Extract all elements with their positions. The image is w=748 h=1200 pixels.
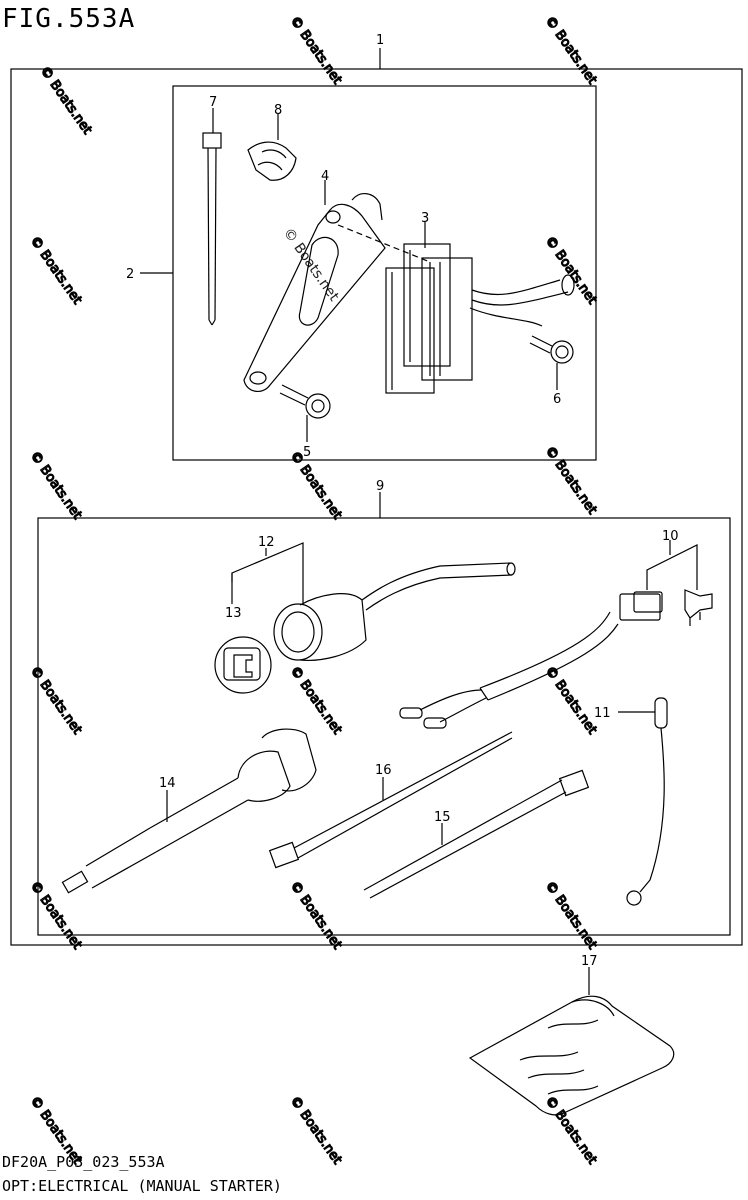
callout-8: 8 (274, 103, 282, 118)
watermark: © Boats.net (287, 664, 345, 738)
callout-labels: 1 2 3 4 5 6 7 8 9 10 11 12 13 14 15 16 1… (126, 33, 679, 969)
part-17-bag (468, 995, 675, 1116)
watermark: © Boats.net (37, 64, 95, 138)
lower-kit-frame (37, 517, 731, 936)
callout-4: 4 (321, 169, 329, 184)
upper-kit-frame (172, 85, 597, 461)
part-7-cable-tie (202, 132, 222, 326)
watermark: © Boats.net (542, 14, 600, 88)
callout-15: 15 (434, 810, 451, 825)
callout-6: 6 (553, 392, 561, 407)
watermark: © Boats.net (287, 14, 345, 88)
watermark: © Boats.net (542, 879, 600, 953)
watermark: © Boats.net (542, 1094, 600, 1168)
part-15-cable-tie (363, 769, 590, 899)
part-14-connector-lead (61, 728, 317, 894)
callout-1: 1 (376, 33, 384, 48)
watermark: © Boats.net (27, 234, 85, 308)
callout-10: 10 (662, 529, 679, 544)
callout-11: 11 (594, 706, 611, 721)
callout-14: 14 (159, 776, 176, 791)
watermark: © Boats.net (542, 664, 600, 738)
watermark-center: © Boats.net (280, 225, 342, 305)
callout-2: 2 (126, 267, 134, 282)
watermark: © Boats.net (287, 1094, 345, 1168)
figure-description: OPT:ELECTRICAL (MANUAL STARTER) (2, 1177, 282, 1195)
part-11-sensor-lead (626, 697, 668, 906)
callout-16: 16 (375, 763, 392, 778)
part-5-bolt (279, 384, 331, 419)
part-16-cable-tie (268, 731, 513, 869)
part-10-harness (399, 589, 713, 729)
part-3-rectifier (385, 243, 575, 394)
watermark: © Boats.net (287, 879, 345, 953)
callout-5: 5 (303, 445, 311, 460)
callout-13: 13 (225, 606, 242, 621)
watermark-layer: © Boats.net © Boats.net © Boats.net © Bo… (26, 13, 600, 1168)
outer-frame (10, 68, 743, 946)
watermark: © Boats.net (27, 879, 85, 953)
callout-3: 3 (421, 211, 429, 226)
part-4-bracket (243, 193, 431, 393)
part-8-clamp (247, 141, 297, 181)
watermark: © Boats.net (27, 449, 85, 523)
watermark: © Boats.net (27, 664, 85, 738)
part-12-13-connector (214, 562, 516, 694)
callout-9: 9 (376, 479, 384, 494)
callout-17: 17 (581, 954, 598, 969)
callout-7: 7 (209, 95, 217, 110)
callout-leaders (140, 48, 698, 995)
figure-title: FIG.553A (2, 4, 136, 34)
drawing-code: DF20A_P03_023_553A (2, 1153, 165, 1171)
callout-12: 12 (258, 535, 275, 550)
part-6-bolt (529, 335, 574, 364)
watermark: © Boats.net (542, 444, 600, 518)
